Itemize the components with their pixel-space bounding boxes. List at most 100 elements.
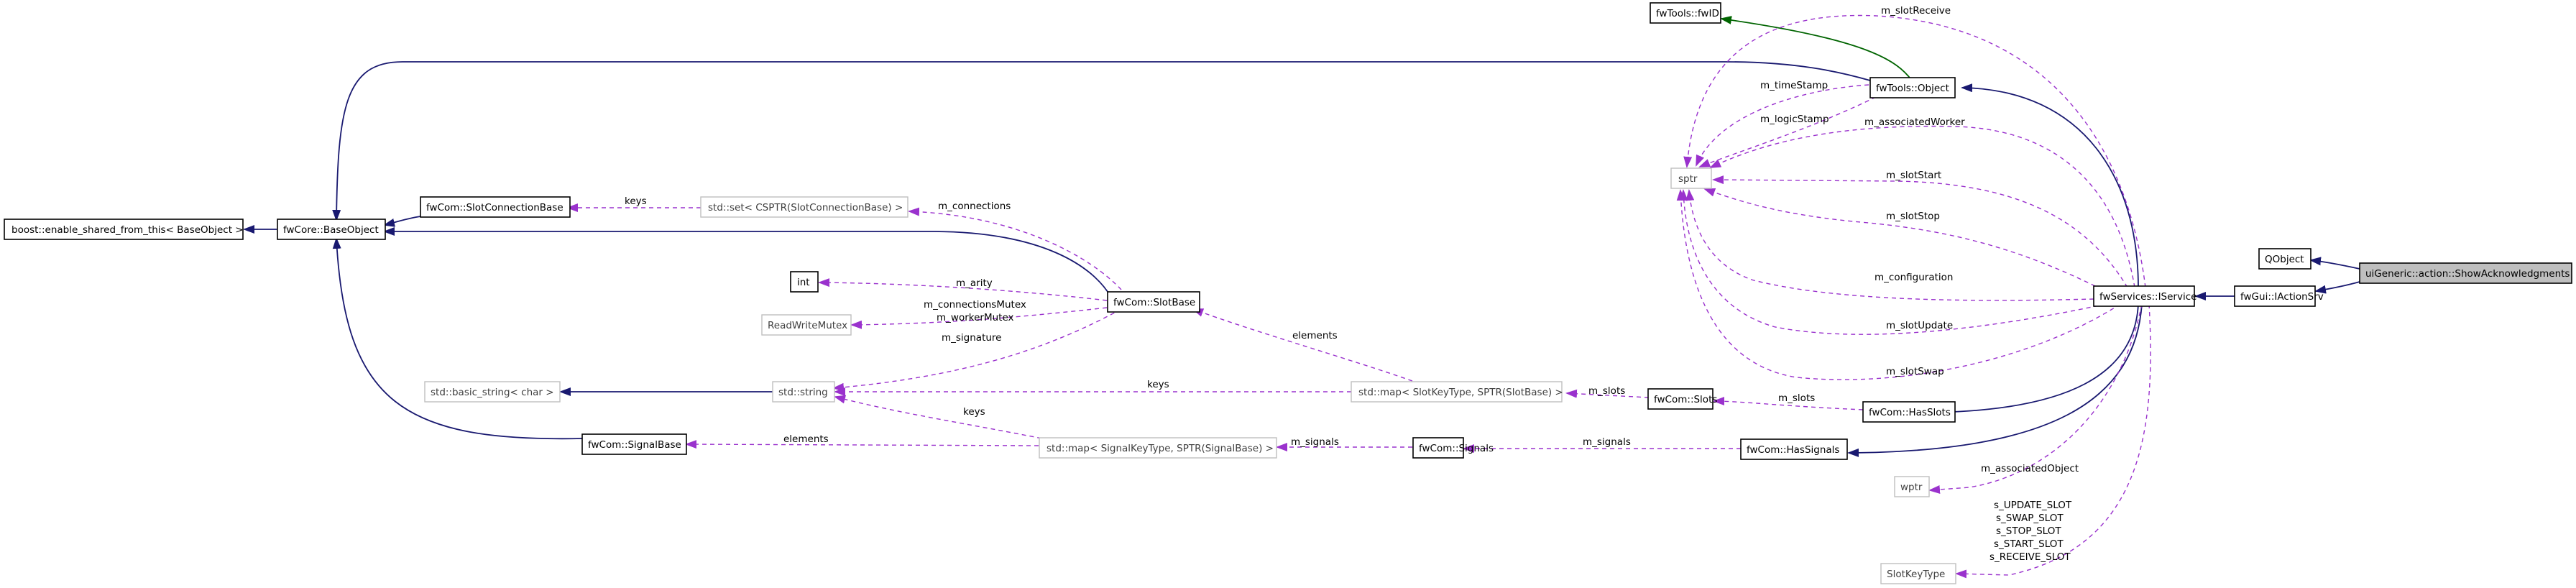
edge-iservice-to-fwobject [1961,83,2139,288]
edge-iservice-slotkeytype [1955,303,2151,579]
nodes: boost::enable_shared_from_this< BaseObje… [4,2,2572,584]
svg-text:QObject: QObject [2265,254,2304,265]
svg-text:std::set< CSPTR(SlotConnection: std::set< CSPTR(SlotConnectionBase) > [708,202,903,213]
node-std-string[interactable]: std::string [772,381,835,403]
node-uigeneric-showacknowledgments[interactable]: uiGeneric::action::ShowAcknowledgments [2359,262,2572,284]
edge-fwobject-logicstamp [1698,93,1884,167]
svg-text:fwCore::BaseObject: fwCore::BaseObject [283,224,379,236]
label-m-slot-update: m_slotUpdate [1886,320,1953,331]
edge-labels: keys m_connections m_arity m_connections… [625,5,2079,563]
edge-showack-to-qobject [2309,257,2360,270]
node-fwgui-iactionsrv[interactable]: fwGui::IActionSrv [2234,285,2324,307]
node-sptr[interactable]: sptr [1670,167,1712,189]
edge-mapslots-elements [1192,308,1413,382]
label-keys-signals: keys [963,406,985,418]
edge-iservice-to-hasslots [1925,303,2139,417]
svg-text:std::map< SignalKeyType, SPTR(: std::map< SignalKeyType, SPTR(SignalBase… [1046,443,1274,454]
node-fwtools-fwid[interactable]: fwTools::fwID [1650,2,1721,24]
label-m-slot-stop: m_slotStop [1886,211,1940,222]
label-m-configuration: m_configuration [1874,272,1953,283]
edge-signalbase-to-baseobject [332,237,583,440]
edge-iservice-slotstart [1712,175,2128,288]
node-readwritemutex[interactable]: ReadWriteMutex [761,314,852,336]
svg-text:sptr: sptr [1678,173,1698,185]
node-fwcom-slotconnectionbase[interactable]: fwCom::SlotConnectionBase [420,196,571,218]
node-fwcom-signals[interactable]: fwCom::Signals [1412,437,1494,459]
label-m-signals: m_signals [1583,436,1631,448]
node-std-map-slots[interactable]: std::map< SlotKeyType, SPTR(SlotBase) > [1351,381,1563,403]
edge-hasslots-mslots [1713,397,1864,410]
svg-text:fwCom::HasSlots: fwCom::HasSlots [1869,407,1951,418]
svg-text:SlotKeyType: SlotKeyType [1887,569,1945,580]
node-std-set-csptr[interactable]: std::set< CSPTR(SlotConnectionBase) > [700,196,908,218]
label-s-stop-slot: s_STOP_SLOT [1996,525,2061,537]
edges [243,14,2360,579]
edge-mapsignals-keys [834,395,1050,441]
node-int[interactable]: int [790,271,819,293]
edge-fwobject-timestamp [1696,84,1869,167]
edge-iservice-slotswap [1676,189,2121,380]
node-std-basic-string[interactable]: std::basic_string< char > [424,381,561,403]
edge-iservice-slotstop [1703,188,2103,290]
edge-iservice-slotreceive [1683,14,2146,288]
label-m-logicstamp: m_logicStamp [1760,114,1829,125]
label-worker-mutex: m_workerMutex [937,312,1014,323]
label-elements-slots: elements [1292,330,1338,341]
node-fwcom-slotbase[interactable]: fwCom::SlotBase [1107,291,1200,313]
node-fwservices-iservice[interactable]: fwServices::IService [2093,285,2196,307]
svg-text:wptr: wptr [1900,482,1923,493]
label-keys-set: keys [625,196,647,207]
label-keys-slots: keys [1147,379,1169,390]
svg-text:fwTools::Object: fwTools::Object [1876,83,1949,94]
label-m-slot-start: m_slotStart [1886,170,1941,181]
label-s-swap-slot: s_SWAP_SLOT [1996,513,2064,524]
edge-fwobject-to-fwid [1720,16,1913,81]
label-m-signals-map: m_signals [1291,436,1339,448]
edge-fwobject-to-baseobject [332,61,1871,221]
label-m-arity: m_arity [956,277,993,289]
edge-showack-to-iactionsrv [2314,281,2360,294]
edge-iservice-associatedobject [1928,303,2143,494]
node-fwcom-slots[interactable]: fwCom::Slots [1647,388,1717,410]
svg-text:fwServices::IService: fwServices::IService [2099,291,2196,303]
svg-text:fwTools::fwID: fwTools::fwID [1656,8,1719,19]
edge-slotbase-connections [908,207,1122,290]
svg-text:fwGui::IActionSrv: fwGui::IActionSrv [2240,291,2324,303]
svg-text:uiGeneric::action::ShowAcknowl: uiGeneric::action::ShowAcknowledgments [2365,268,2570,280]
label-m-slots-map: m_slots [1588,385,1625,397]
svg-text:fwCom::Signals: fwCom::Signals [1419,443,1494,454]
node-fwcom-hassignals[interactable]: fwCom::HasSignals [1740,438,1848,460]
edge-slotbase-signature [832,308,1122,392]
label-connections-mutex: m_connectionsMutex [924,299,1026,311]
label-s-update-slot: s_UPDATE_SLOT [1994,500,2072,511]
edge-slotbase-to-baseobject [383,227,1111,297]
edge-iservice-associatedworker [1709,125,2135,288]
edge-slotconnectionbase-to-baseobject [383,216,421,227]
label-m-slot-receive: m_slotReceive [1881,5,1951,17]
svg-text:ReadWriteMutex: ReadWriteMutex [768,320,847,331]
node-std-map-signals[interactable]: std::map< SignalKeyType, SPTR(SignalBase… [1039,437,1277,459]
edge-iservice-to-hassignals [1847,303,2143,457]
node-fwcom-hasslots[interactable]: fwCom::HasSlots [1862,401,1956,423]
svg-text:int: int [797,277,810,288]
label-m-slots: m_slots [1778,392,1815,404]
svg-text:boost::enable_shared_from_this: boost::enable_shared_from_this< BaseObje… [12,224,244,236]
label-m-timestamp: m_timeStamp [1760,80,1828,91]
node-wptr[interactable]: wptr [1894,476,1930,497]
label-m-associated-object: m_associatedObject [1981,463,2079,474]
node-fwcom-signalbase[interactable]: fwCom::SignalBase [581,433,687,455]
edge-slots-mslots [1565,389,1650,398]
node-fwtools-object[interactable]: fwTools::Object [1869,77,1956,98]
node-qobject[interactable]: QObject [2258,248,2312,270]
svg-text:std::basic_string< char >: std::basic_string< char > [431,387,554,398]
svg-text:fwCom::SlotConnectionBase: fwCom::SlotConnectionBase [426,202,564,213]
label-m-slot-swap: m_slotSwap [1886,366,1944,377]
svg-text:std::map< SlotKeyType, SPTR(Sl: std::map< SlotKeyType, SPTR(SlotBase) > [1358,387,1563,398]
node-boost-enable-shared-from-this[interactable]: boost::enable_shared_from_this< BaseObje… [4,219,244,240]
node-fwcore-baseobject[interactable]: fwCore::BaseObject [277,219,386,240]
label-elements-signals: elements [783,433,829,445]
node-slotkeytype[interactable]: SlotKeyType [1880,563,1956,584]
label-m-associated-worker: m_associatedWorker [1864,116,1965,128]
svg-text:std::string: std::string [778,387,828,398]
